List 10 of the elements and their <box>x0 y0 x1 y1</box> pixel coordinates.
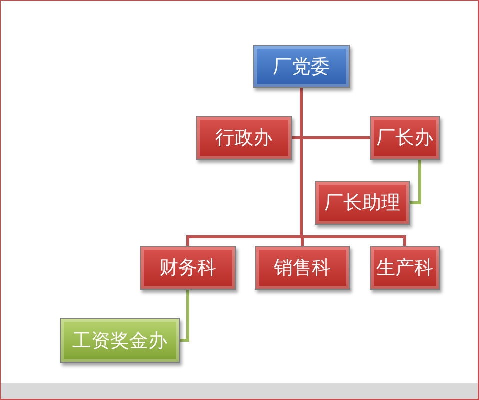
org-box: 行政办 <box>196 116 292 160</box>
org-box: 工资奖金办 <box>60 318 180 363</box>
org-box: 财务科 <box>140 246 236 290</box>
org-box: 厂长助理 <box>315 181 410 225</box>
org-box: 厂党委 <box>253 45 350 88</box>
org-box: 厂长办 <box>370 116 440 160</box>
org-box: 销售科 <box>255 246 350 290</box>
org-box: 生产科 <box>370 246 440 290</box>
connector-line <box>410 160 422 204</box>
connector-line <box>180 290 190 342</box>
